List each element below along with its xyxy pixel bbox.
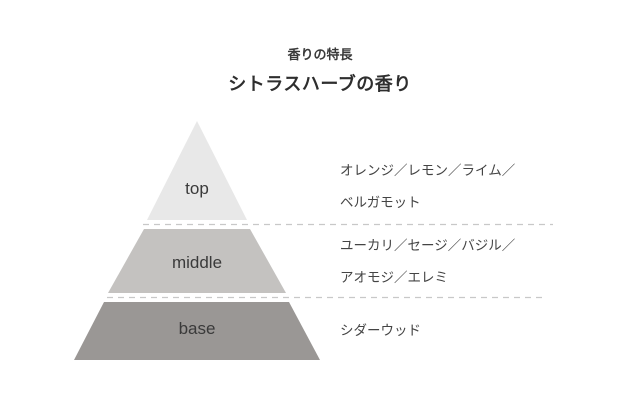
notes-middle: ユーカリ／セージ／バジル／ アオモジ／エレミ [340,230,515,294]
section-subtitle: 香りの特長 [287,48,353,63]
pyramid-base-layer [74,302,320,360]
pyramid-middle-layer [108,229,286,293]
layer-label-top: top [185,179,209,198]
pyramid-top-layer [147,121,247,220]
notes-base-line1: シダーウッド [340,323,421,339]
notes-middle-line1: ユーカリ／セージ／バジル／ [340,238,516,254]
layer-label-middle: middle [171,253,223,272]
notes-middle-line2: アオモジ／エレミ [340,270,448,286]
notes-base: シダーウッド [340,315,421,347]
notes-top: オレンジ／レモン／ライム／ ベルガモット [340,155,515,219]
page-title: シトラスハーブの香り [228,74,412,95]
layer-label-base: base [178,319,216,338]
notes-top-line2: ベルガモット [340,195,421,211]
notes-top-line1: オレンジ／レモン／ライム／ [340,163,516,179]
